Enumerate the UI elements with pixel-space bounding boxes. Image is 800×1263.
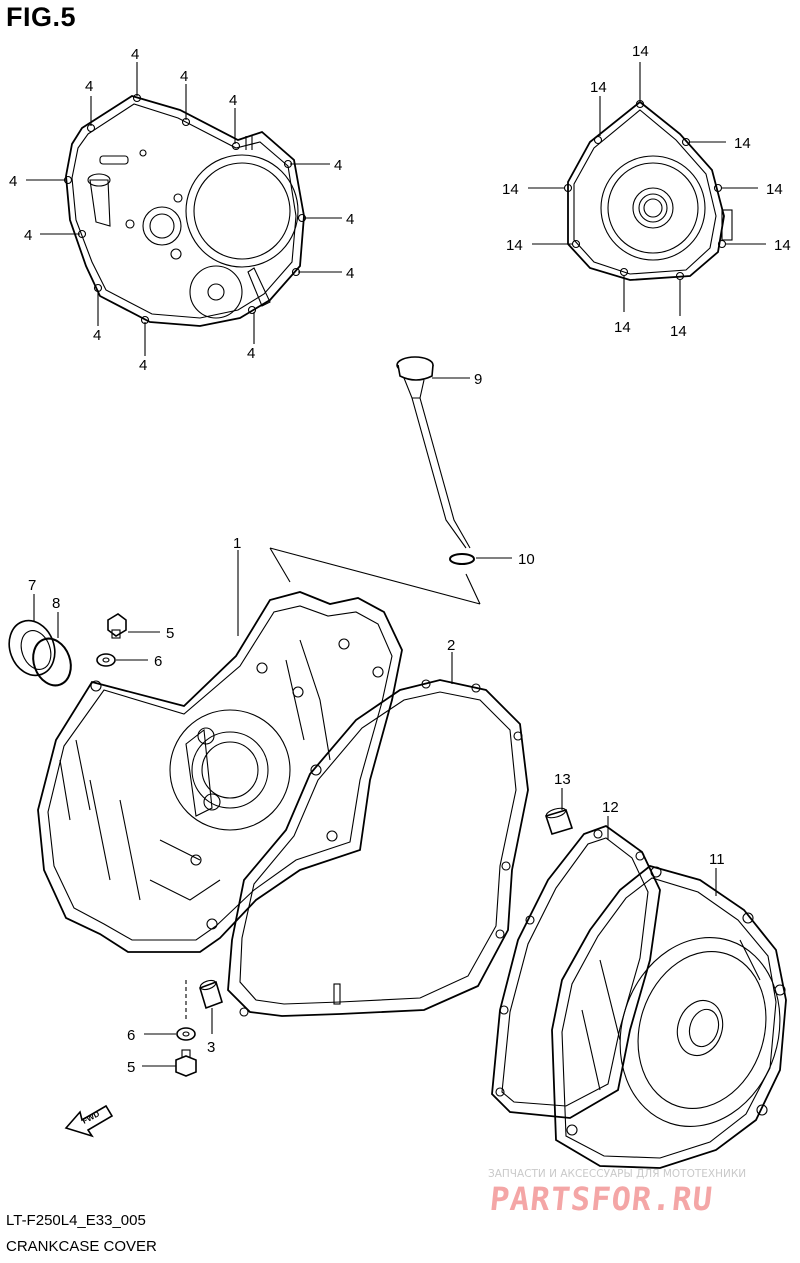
diagram-code: LT-F250L4_E33_005 — [6, 1212, 146, 1229]
forward-direction-arrow: FWD — [64, 1104, 114, 1138]
callout-4: 4 — [334, 157, 342, 174]
callout-4: 4 — [346, 265, 354, 282]
crankcase-cover — [37, 547, 481, 953]
cover-bolt-pattern-view — [26, 62, 342, 356]
callout-14: 14 — [506, 237, 523, 254]
callout-4: 4 — [9, 173, 17, 190]
washer-upper — [96, 653, 148, 667]
oil-dipstick — [396, 356, 471, 549]
callout-4: 4 — [93, 327, 101, 344]
generator-dowel-pin — [544, 788, 574, 835]
oil-seal — [8, 594, 56, 677]
seal-retaining-ring — [32, 612, 72, 687]
callout-2: 2 — [447, 637, 455, 654]
crankcase-gasket — [227, 652, 529, 1017]
callout-3: 3 — [207, 1039, 215, 1056]
callout-14: 14 — [670, 323, 687, 340]
callout-12: 12 — [602, 799, 619, 816]
o-ring — [449, 553, 512, 565]
watermark-tagline: ЗАПЧАСТИ И АКСЕССУАРЫ ДЛЯ МОТОТЕХНИКИ — [488, 1168, 747, 1180]
callout-4: 4 — [180, 68, 188, 85]
callout-10: 10 — [518, 551, 535, 568]
callout-14: 14 — [632, 43, 649, 60]
diagram-caption: CRANKCASE COVER — [6, 1238, 157, 1255]
callout-9: 9 — [474, 371, 482, 388]
callout-8: 8 — [52, 595, 60, 612]
callout-14: 14 — [766, 181, 783, 198]
washer-lower — [144, 1027, 196, 1041]
callout-11: 11 — [709, 851, 725, 868]
callout-4: 4 — [247, 345, 255, 362]
callout-14: 14 — [614, 319, 631, 336]
callout-14: 14 — [590, 79, 607, 96]
callout-14: 14 — [502, 181, 519, 198]
generator-cover-gasket — [491, 816, 661, 1119]
callout-4: 4 — [131, 46, 139, 63]
callout-4: 4 — [85, 78, 93, 95]
figure-title: FIG.5 — [6, 2, 77, 32]
bolt-upper — [107, 613, 160, 639]
callout-4: 4 — [139, 357, 147, 374]
callout-14: 14 — [774, 237, 791, 254]
generator-cover-bolt-pattern-view — [528, 62, 766, 316]
callout-14: 14 — [734, 135, 751, 152]
bolt-hole-markers — [63, 93, 307, 325]
callout-6: 6 — [127, 1027, 135, 1044]
callout-6: 6 — [154, 653, 162, 670]
bolt-lower — [142, 1049, 197, 1077]
watermark-brand-logo: PARTSFOR.RU — [488, 1180, 715, 1218]
callout-5: 5 — [166, 625, 174, 642]
callout-7: 7 — [28, 577, 36, 594]
callout-4: 4 — [24, 227, 32, 244]
callout-13: 13 — [554, 771, 571, 788]
callout-labels: 4 4 4 4 4 4 4 4 4 4 4 4 14 14 14 14 14 1… — [9, 43, 791, 1076]
callout-1: 1 — [233, 535, 241, 552]
callout-4: 4 — [229, 92, 237, 109]
generator-cover — [551, 865, 787, 1169]
dowel-pin — [199, 979, 223, 1034]
callout-5: 5 — [127, 1059, 135, 1076]
callout-4: 4 — [346, 211, 354, 228]
